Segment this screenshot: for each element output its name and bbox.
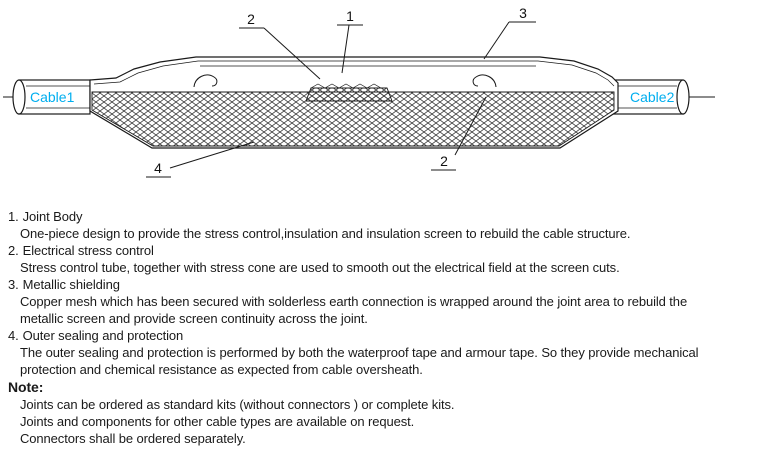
cable2-label: Cable2: [630, 89, 675, 105]
right-stress-cone: [472, 74, 497, 88]
list-item-4: 4.Outer sealing and protection The outer…: [8, 327, 750, 378]
callout-4: 4: [146, 141, 255, 178]
item-number: 2.: [8, 243, 19, 258]
callout-2-top: 2: [239, 11, 321, 80]
left-stress-cone: [193, 74, 218, 88]
item-description-line: Copper mesh which has been secured with …: [20, 294, 688, 309]
item-title: 1.Joint Body: [8, 208, 750, 225]
callout-4-leader-line: [169, 141, 255, 169]
mesh-area: [91, 91, 615, 147]
item-description-line: Stress control tube, together with stres…: [20, 260, 620, 275]
callout-4-number: 4: [154, 160, 162, 176]
cable1-label: Cable1: [30, 89, 75, 105]
item-title-text: Joint Body: [22, 209, 83, 224]
item-title-text: Outer sealing and protection: [22, 328, 184, 343]
cable-joint-diagram: Cable1 Cable2: [3, 5, 715, 178]
item-title-text: Metallic shielding: [22, 277, 120, 292]
center-connector: [305, 83, 393, 102]
metallic-mesh-band: [91, 91, 615, 147]
note-line: Connectors shall be ordered separately.: [20, 431, 246, 446]
item-title: 2.Electrical stress control: [8, 242, 750, 259]
callout-1-number: 1: [346, 8, 354, 24]
connector-serration: [310, 83, 387, 89]
callout-1: 1: [337, 8, 363, 74]
callout-3: 3: [483, 5, 536, 60]
callout-1-leader-line: [341, 24, 350, 74]
item-description-line: protection and chemical resistance as ex…: [20, 362, 423, 377]
list-item-1: 1.Joint Body One-piece design to provide…: [8, 208, 750, 242]
item-description-line: One-piece design to provide the stress c…: [20, 226, 631, 241]
note-title: Note:: [8, 379, 44, 395]
item-description-line: metallic screen and provide screen conti…: [20, 311, 368, 326]
callout-2-top-number: 2: [247, 11, 255, 27]
list-item-2: 2.Electrical stress control Stress contr…: [8, 242, 750, 276]
callout-2-top-leader-line: [263, 27, 321, 80]
left-cable-end-cap: [12, 79, 26, 115]
note-line: Joints can be ordered as standard kits (…: [20, 397, 455, 412]
stress-cones: [193, 74, 497, 88]
joint-inner-layer-line: [93, 60, 615, 87]
item-title: 4.Outer sealing and protection: [8, 327, 750, 344]
list-item-3: 3.Metallic shielding Copper mesh which h…: [8, 276, 750, 327]
callout-3-leader-line: [483, 21, 510, 60]
right-cable: Cable2: [611, 79, 715, 115]
item-number: 3.: [8, 277, 19, 292]
item-title-text: Electrical stress control: [22, 243, 154, 258]
right-cable-end-cap: [676, 79, 690, 115]
callout-3-number: 3: [519, 5, 527, 21]
callout-2-bottom-number: 2: [440, 153, 448, 169]
callout-2-bottom-leader-line: [454, 96, 487, 156]
item-number: 4.: [8, 328, 19, 343]
description-section: 1.Joint Body One-piece design to provide…: [0, 200, 758, 447]
note-section: Note: Joints can be ordered as standard …: [8, 378, 750, 447]
item-description-line: The outer sealing and protection is perf…: [20, 345, 699, 360]
note-line: Joints and components for other cable ty…: [20, 414, 415, 429]
left-cable: Cable1: [3, 79, 91, 115]
item-number: 1.: [8, 209, 19, 224]
item-title: 3.Metallic shielding: [8, 276, 750, 293]
callout-2-bottom: 2: [431, 96, 487, 171]
callouts: 2 1 3 2 4: [146, 5, 536, 178]
connector-body: [305, 87, 393, 102]
